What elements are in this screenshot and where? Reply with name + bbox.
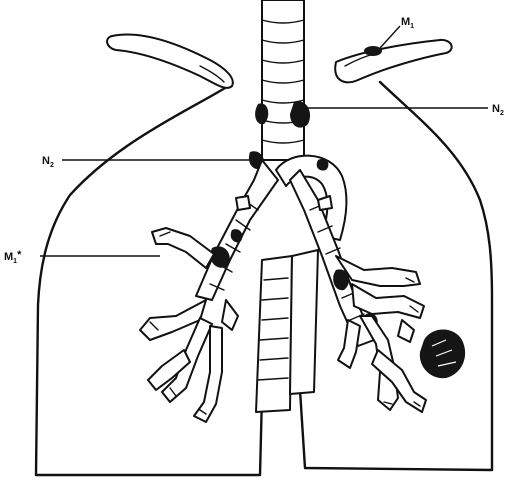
left-clavicle — [107, 34, 233, 87]
label-n2-right: N2 — [492, 103, 504, 117]
descending-aorta — [290, 250, 318, 394]
label-m1-star: M1* — [4, 249, 22, 265]
paraaortic-node — [317, 159, 329, 171]
paratracheal-node-right — [290, 101, 310, 127]
left-vessel-stub — [236, 196, 250, 210]
label-n2-left: N2 — [42, 155, 54, 169]
right-vessel-stub — [318, 196, 332, 210]
m1-supraclavicular-node — [364, 46, 382, 56]
right-clavicle — [335, 40, 451, 82]
trachea — [262, 0, 304, 160]
left-lung-outline — [36, 85, 262, 475]
label-m1: M1 — [401, 16, 414, 30]
